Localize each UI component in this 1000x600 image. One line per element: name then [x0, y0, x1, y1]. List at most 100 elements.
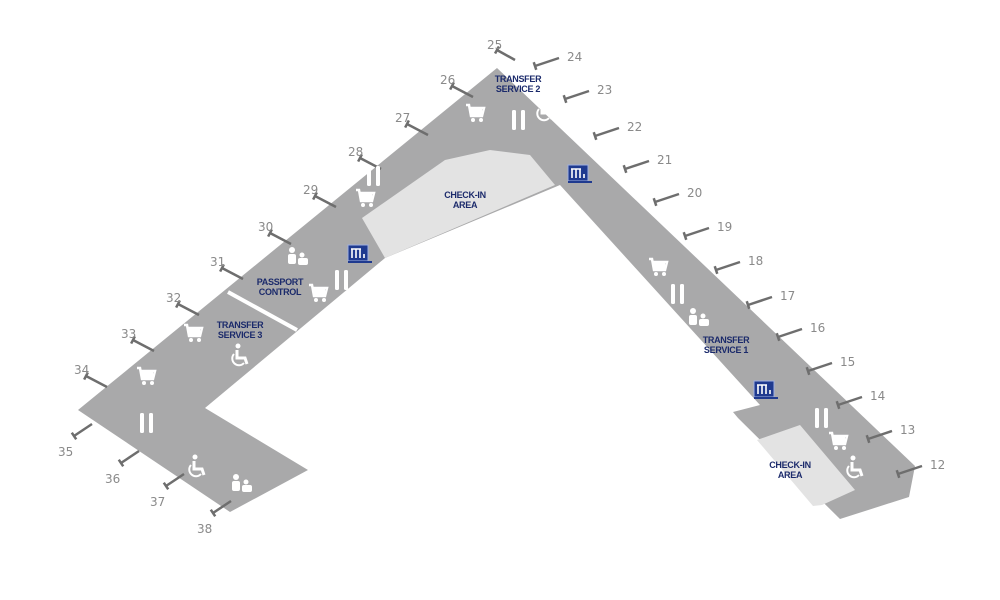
gate-37: 37 [150, 472, 185, 509]
gate-number: 20 [687, 186, 702, 200]
gate-jetbridge-end [562, 94, 568, 104]
gate-jetbridge-end [493, 45, 501, 55]
gate-jetbridge [715, 260, 741, 272]
gate-jetbridge [221, 266, 244, 281]
gate-jetbridge-end [682, 231, 688, 241]
area-label-line: AREA [778, 470, 803, 480]
gate-number: 30 [258, 220, 273, 234]
gate-number: 25 [487, 38, 502, 52]
gate-number: 22 [627, 120, 642, 134]
gate-jetbridge-end [83, 371, 89, 381]
gate-number: 38 [197, 522, 212, 536]
gate-number: 24 [567, 50, 582, 64]
area-label-line: TRANSFER [495, 74, 542, 84]
gate-24: 24 [532, 50, 582, 71]
gate-number: 15 [840, 355, 855, 369]
gate-number: 29 [303, 183, 318, 197]
gate-34: 34 [74, 363, 108, 389]
gate-jetbridge-end [404, 119, 410, 129]
gate-jetbridge [594, 126, 620, 138]
gate-36: 36 [105, 449, 140, 486]
gate-jetbridge-end [835, 400, 841, 410]
information-sign-icon [567, 164, 593, 184]
gate-number: 34 [74, 363, 89, 377]
area-label-line: CHECK-IN [444, 190, 486, 200]
gate-16: 16 [775, 321, 825, 342]
gate-jetbridge-end [267, 228, 273, 238]
gate-number: 23 [597, 83, 612, 97]
gate-jetbridge [654, 192, 680, 204]
area-label-line: AREA [453, 200, 478, 210]
gate-number: 14 [870, 389, 885, 403]
gate-jetbridge [314, 194, 337, 209]
gate-jetbridge [867, 429, 893, 441]
area-label-line: TRANSFER [217, 320, 264, 330]
gate-number: 35 [58, 445, 73, 459]
gate-25: 25 [487, 38, 516, 62]
gate-jetbridge [406, 122, 429, 137]
gate-jetbridge [269, 231, 292, 246]
gate-22: 22 [592, 120, 642, 141]
area-label-line: CONTROL [259, 287, 302, 297]
gate-number: 37 [150, 495, 165, 509]
gate-jetbridge-end [895, 469, 901, 479]
gate-jetbridge [897, 464, 923, 476]
gate-jetbridge-end [312, 191, 318, 201]
gate-jetbridge [624, 159, 650, 171]
gate-jetbridge [85, 374, 108, 389]
gate-number: 19 [717, 220, 732, 234]
area-label-line: SERVICE 2 [496, 84, 540, 94]
check-in-area-2 [757, 425, 855, 506]
gate-number: 13 [900, 423, 915, 437]
gate-jetbridge [684, 226, 710, 238]
gate-number: 32 [166, 291, 181, 305]
gate-17: 17 [745, 289, 795, 310]
zone-divider [227, 290, 298, 332]
gate-27: 27 [395, 111, 429, 137]
gate-jetbridge [73, 422, 93, 438]
gate-jetbridge-end [70, 431, 78, 441]
gate-number: 17 [780, 289, 795, 303]
gate-12: 12 [895, 458, 945, 479]
gate-13: 13 [865, 423, 915, 444]
gate-jetbridge [807, 361, 833, 373]
gate-jetbridge [132, 338, 155, 353]
gate-28: 28 [348, 145, 382, 171]
gate-38: 38 [197, 499, 232, 536]
gate-jetbridge [120, 449, 140, 465]
area-label-line: SERVICE 1 [704, 345, 748, 355]
gate-jetbridge [747, 295, 773, 307]
gate-32: 32 [166, 291, 200, 317]
gate-19: 19 [682, 220, 732, 241]
gate-number: 12 [930, 458, 945, 472]
area-label-line: SERVICE 3 [218, 330, 262, 340]
gate-21: 21 [622, 153, 672, 174]
gate-jetbridge-end [209, 508, 217, 518]
gate-jetbridge [177, 302, 200, 317]
gate-jetbridge-end [805, 366, 811, 376]
gate-14: 14 [835, 389, 885, 410]
gate-jetbridge [564, 89, 590, 101]
gate-number: 16 [810, 321, 825, 335]
area-label-line: TRANSFER [703, 335, 750, 345]
gate-number: 27 [395, 111, 410, 125]
gate-jetbridge-end [532, 61, 538, 71]
gate-jetbridge-end [449, 81, 455, 91]
gate-jetbridge-end [175, 299, 181, 309]
area-label-line: PASSPORT [257, 277, 304, 287]
gate-jetbridge-end [713, 265, 719, 275]
gate-jetbridge [451, 84, 474, 99]
gate-number: 33 [121, 327, 136, 341]
gate-jetbridge [837, 395, 863, 407]
gate-jetbridge [534, 56, 560, 68]
gate-jetbridge [165, 472, 185, 488]
gate-jetbridge-end [652, 197, 658, 207]
gate-jetbridge [777, 327, 803, 339]
gate-number: 26 [440, 73, 455, 87]
